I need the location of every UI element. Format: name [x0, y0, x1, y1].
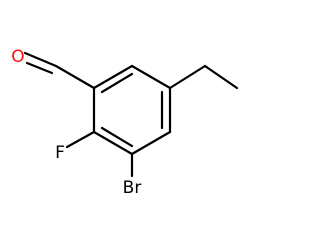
fluorine-bond — [65, 130, 96, 149]
ring-bond-c4-c5 — [130, 130, 172, 156]
ethyl-bond-2 — [203, 64, 239, 90]
molecule-structure: O F Br — [11, 47, 239, 198]
ring-bond-c2-c3 — [130, 64, 172, 90]
aldehyde-bond-ring-carbon — [54, 64, 96, 90]
ring-bond-c1-c2 — [92, 64, 134, 90]
ring-double-bond-c1-c2 — [100, 72, 134, 94]
ring-bond-c5-c6 — [92, 130, 134, 156]
oxygen-atom-label: O — [11, 47, 24, 67]
fluorine-atom-label: F — [55, 143, 65, 163]
aldehyde-double-bond-outer — [23, 51, 58, 68]
structure-canvas: O F Br — [11, 47, 239, 198]
aldehyde-double-bond-inner — [25, 61, 54, 75]
ring-double-bond-c5-c6 — [100, 126, 134, 148]
bromine-atom-label: Br — [123, 178, 142, 198]
ethyl-bond-1 — [168, 64, 207, 90]
